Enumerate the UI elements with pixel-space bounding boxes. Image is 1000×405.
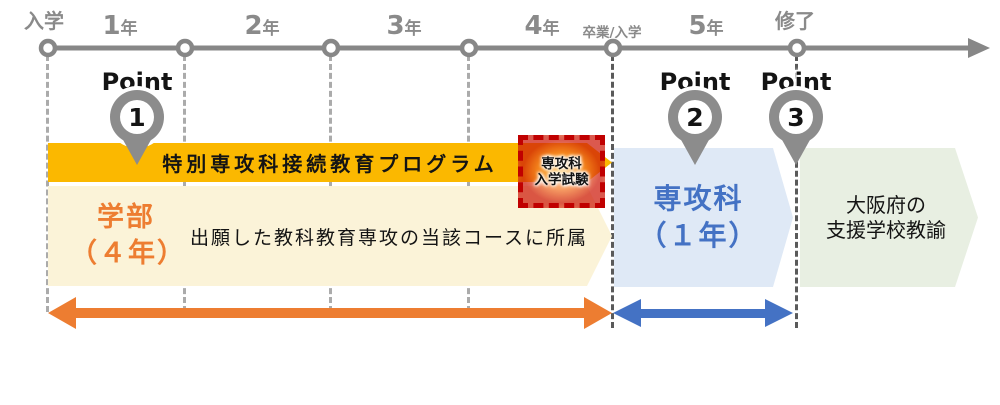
gridline-year-2 — [329, 55, 332, 312]
point-pin-3-number: 3 — [779, 100, 813, 134]
advanced-course-line2: （１年） — [638, 218, 759, 252]
exam-box-line1: 専攻科 — [541, 155, 582, 172]
gridline-year-1 — [183, 55, 186, 312]
year-number: 5 — [688, 11, 707, 41]
label-year-1: 1年 — [102, 11, 137, 41]
outcome-line1: 大阪府の — [846, 193, 926, 218]
year-number: 3 — [386, 11, 405, 41]
point-pin-1-tail — [122, 138, 152, 165]
faculty-title-line2: （４年） — [70, 238, 186, 269]
point-pin-2-number: 2 — [678, 100, 712, 134]
outcome-label: 大阪府の 支援学校教諭 — [826, 193, 946, 242]
point-pin-2-marker-icon: 2 — [668, 90, 722, 144]
point-pin-1-marker-icon: 1 — [110, 90, 164, 144]
label-year-4: 4年 — [524, 11, 559, 41]
label-graduation: 卒業/入学 — [582, 25, 642, 41]
faculty-bar: 学部 （４年） 出願した教科教育専攻の当該コースに所属 — [48, 186, 612, 286]
point-pin-3-marker-icon: 3 — [769, 90, 823, 144]
advanced-course-label: 専攻科 （１年） — [638, 181, 758, 255]
year-number: 1 — [102, 11, 121, 41]
timeline-axis — [38, 38, 990, 58]
year-number: 2 — [244, 11, 263, 41]
gridline-enrollment — [46, 55, 49, 312]
duration-arrow-advanced — [613, 299, 793, 327]
outcome-box: 大阪府の 支援学校教諭 — [800, 148, 978, 287]
point-pin-3-tail — [781, 138, 811, 165]
label-year-3: 3年 — [386, 11, 421, 41]
advanced-course-box: 専攻科 （１年） — [614, 148, 793, 287]
gridline-graduation — [611, 55, 614, 328]
year-suffix: 年 — [120, 19, 138, 39]
timeline-node-graduation — [603, 38, 623, 58]
faculty-title: 学部 （４年） — [70, 200, 186, 271]
year-number: 4 — [524, 11, 543, 41]
label-completion: 修了 — [775, 9, 815, 33]
timeline-node-year-1 — [175, 38, 195, 58]
year-suffix: 年 — [542, 19, 560, 39]
timeline-node-completion — [787, 38, 807, 58]
year-suffix: 年 — [706, 19, 724, 39]
program-bar-label: 特別専攻科接続教育プログラム — [162, 152, 498, 176]
gridline-year-3 — [467, 55, 470, 312]
faculty-title-line1: 学部 — [97, 202, 155, 234]
faculty-description: 出願した教科教育専攻の当該コースに所属 — [190, 226, 589, 249]
exam-box-line2: 入学試験 — [534, 171, 589, 188]
year-suffix: 年 — [262, 19, 280, 39]
label-year-5: 5年 — [688, 11, 723, 41]
point-pin-1-number: 1 — [120, 100, 154, 134]
label-enrollment: 入学 — [24, 9, 64, 33]
timeline-arrowhead-icon — [968, 38, 990, 58]
label-year-2: 2年 — [244, 11, 279, 41]
outcome-line2: 支援学校教諭 — [826, 217, 946, 242]
year-suffix: 年 — [404, 19, 422, 39]
gridline-completion — [795, 55, 798, 328]
exam-box: 専攻科 入学試験 — [518, 135, 605, 208]
timeline-node-enrollment — [38, 38, 58, 58]
timeline-node-year-2 — [321, 38, 341, 58]
timeline-node-year-3 — [459, 38, 479, 58]
point-pin-2-tail — [680, 138, 710, 165]
advanced-course-line1: 専攻科 — [653, 181, 744, 215]
